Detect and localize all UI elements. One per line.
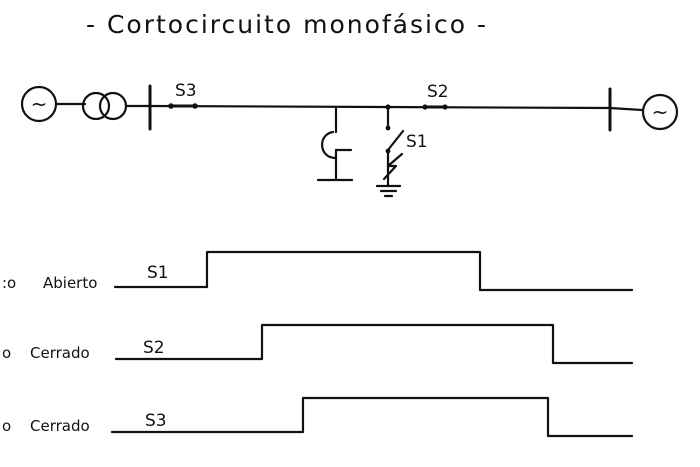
timing-row-s3-signal: S3 [145, 411, 167, 431]
breaker-s3-label: S3 [175, 81, 197, 101]
timing-row-s1-signal: S1 [147, 263, 169, 283]
transmission-line [148, 104, 612, 110]
breaker-s3-contact-left [168, 103, 174, 109]
timing-row-s3-state: Cerrado [30, 417, 90, 435]
shunt-branch [316, 105, 354, 182]
conductor-bus-generator [608, 106, 644, 112]
fault-switch-s1: S1 [375, 104, 428, 198]
timing-waveform-s3 [110, 396, 634, 438]
breaker-s3: S3 [168, 81, 198, 109]
generator-left-tilde-icon: ~ [31, 92, 48, 116]
breaker-s2-contact-right [442, 104, 448, 110]
fault-switch-blade [386, 129, 405, 152]
timing-diagram: :o Abierto S1 o Cerrado S2 o Cerrado S3 [2, 250, 634, 438]
timing-row-s3-prefix: o [2, 417, 11, 435]
breaker-s2: S2 [422, 82, 449, 110]
timing-waveform-s2 [114, 323, 634, 365]
breaker-s2-contact-left [422, 104, 428, 110]
timing-row-s2-prefix: o [2, 344, 11, 362]
one-line-diagram: ~ S3 [20, 81, 679, 198]
timing-row-s2-signal: S2 [143, 338, 165, 358]
fault-arc-icon [382, 152, 404, 181]
transformer [81, 91, 128, 121]
timing-row-s1: :o Abierto S1 [2, 250, 634, 292]
transformer-primary-coil [81, 91, 111, 121]
timing-row-s1-prefix: :o [2, 274, 16, 292]
fault-switch-s1-label: S1 [406, 132, 428, 152]
generator-right-circle [641, 93, 679, 131]
timing-row-s3: o Cerrado S3 [2, 396, 634, 438]
generator-left: ~ [20, 85, 58, 123]
generator-right: ~ [641, 93, 679, 131]
fault-switch-contact-top [385, 125, 391, 131]
generator-right-tilde-icon: ~ [652, 100, 669, 124]
breaker-s2-label: S2 [427, 82, 449, 102]
shunt-branch-arc [321, 130, 338, 160]
timing-row-s2: o Cerrado S2 [2, 323, 634, 365]
timing-row-s1-state: Abierto [43, 274, 97, 292]
diagram-title: - Cortocircuito monofásico - [86, 10, 488, 39]
timing-waveform-s1 [113, 250, 634, 292]
timing-row-s2-state: Cerrado [30, 344, 90, 362]
transformer-secondary-coil [98, 91, 128, 121]
breaker-s3-contact-right [192, 103, 198, 109]
